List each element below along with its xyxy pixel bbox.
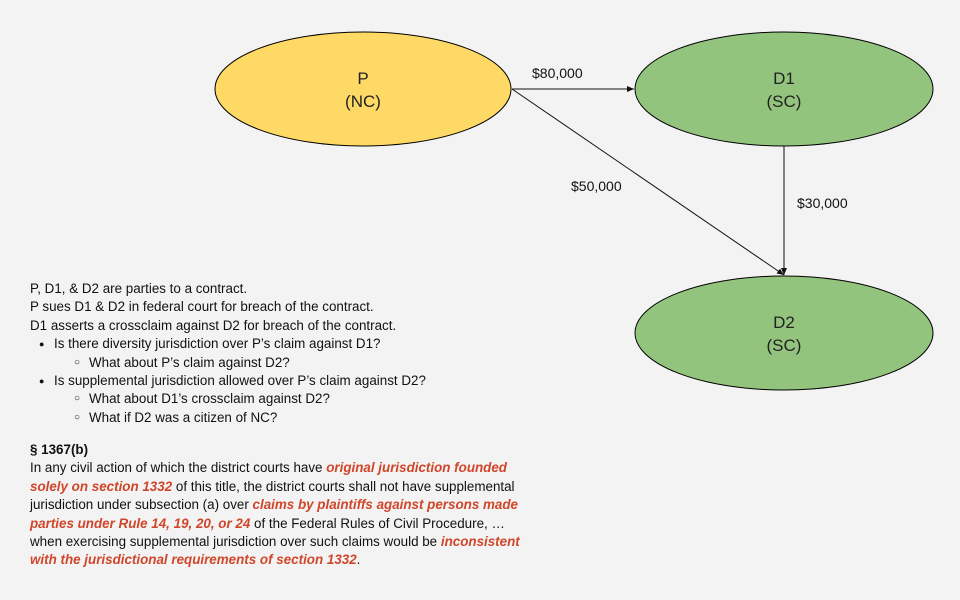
edge-label-p-d2: $50,000 — [571, 178, 622, 194]
statute-text-4: . — [356, 552, 361, 568]
edge-label-p-d1: $80,000 — [532, 65, 583, 81]
statute-highlight-2: claims by plaintiffs against persons mad… — [30, 497, 518, 531]
node-d1 — [634, 31, 934, 147]
node-d1-name: D1 — [773, 69, 795, 88]
question-1: Is there diversity jurisdiction over P’s… — [30, 335, 530, 372]
statute-highlight-1: original jurisdiction founded solely on … — [30, 460, 507, 494]
fact-pattern: P, D1, & D2 are parties to a contract. P… — [30, 280, 530, 428]
node-d2 — [634, 275, 934, 391]
node-p-state: (NC) — [345, 92, 381, 111]
statute-text-2: of this title, the district courts shall… — [30, 478, 515, 513]
node-p — [214, 31, 512, 147]
question-2b: What if D2 was a citizen of NC? — [54, 409, 530, 428]
question-2-subs: What about D1’s crossclaim against D2? W… — [54, 390, 530, 427]
question-2a: What about D1’s crossclaim against D2? — [54, 390, 530, 409]
edge-label-d1-d2: $30,000 — [797, 195, 848, 211]
question-list: Is there diversity jurisdiction over P’s… — [30, 335, 530, 427]
statute-text-3: of the Federal Rules of Civil Procedure,… — [30, 515, 505, 550]
node-d2-state: (SC) — [767, 336, 802, 355]
question-2: Is supplemental jurisdiction allowed ove… — [30, 372, 530, 428]
statute-text: In any civil action of which the distric… — [30, 459, 530, 569]
fact-line-2: P sues D1 & D2 in federal court for brea… — [30, 299, 374, 315]
fact-line-1: P, D1, & D2 are parties to a contract. — [30, 281, 248, 296]
question-1-subs: What about P’s claim against D2? — [54, 354, 530, 373]
node-p-name: P — [357, 69, 368, 88]
question-1a: What about P’s claim against D2? — [54, 354, 530, 373]
edge-p-d2 — [511, 88, 785, 276]
statute-highlight-3: inconsistent with the jurisdictional req… — [30, 534, 520, 568]
statute-heading: § 1367(b) — [30, 442, 89, 457]
node-d2-name: D2 — [773, 313, 795, 332]
statute-block: § 1367(b) In any civil action of which t… — [30, 441, 530, 570]
question-1-text: Is there diversity jurisdiction over P’s… — [54, 336, 381, 352]
fact-line-3: D1 asserts a crossclaim against D2 for b… — [30, 317, 397, 333]
statute-text-1: In any civil action of which the distric… — [30, 460, 327, 476]
node-d1-state: (SC) — [767, 92, 802, 111]
question-2-text: Is supplemental jurisdiction allowed ove… — [54, 373, 426, 389]
